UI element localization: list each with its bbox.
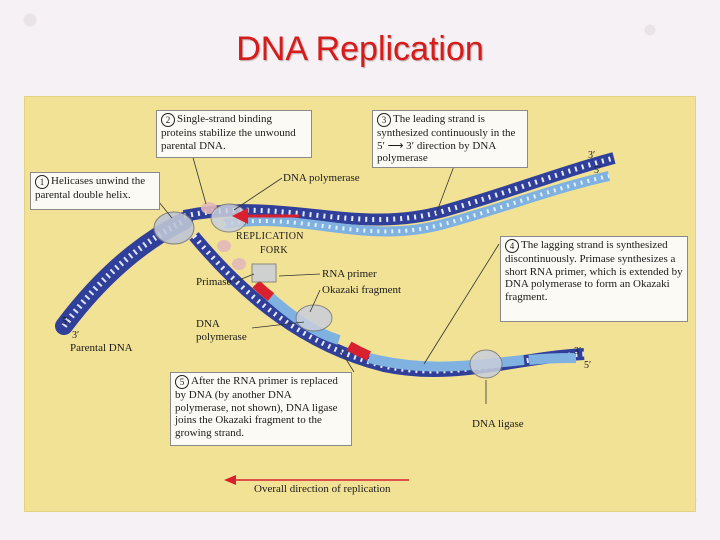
label-okazaki-fragment: Okazaki fragment [322, 284, 402, 296]
label-end-3-lower-right: 3′ [574, 346, 582, 357]
slide-title: DNA Replication [236, 30, 484, 68]
callout-text-5: After the RNA primer is replaced by DNA … [175, 375, 338, 439]
callout-number-4: 4 [505, 239, 519, 253]
leader-line-2 [191, 153, 207, 205]
okazaki-fragment-2 [367, 353, 525, 372]
label-primase: Primase [196, 276, 232, 288]
label-replication-fork-line2: FORK [260, 245, 288, 256]
callout-number-3: 3 [377, 113, 391, 127]
callout-text-1: Helicases unwind the parental double hel… [35, 175, 146, 201]
leader-line-primase [233, 273, 255, 283]
leading-direction-arrow [232, 208, 248, 224]
callout-text-2: Single-strand binding proteins stabilize… [161, 113, 296, 152]
label-end-3-top-right: 3′ [588, 150, 596, 161]
label-dna-ligase: DNA ligase [472, 418, 524, 430]
rna-primer-1 [252, 280, 275, 301]
lagging-polymerase [295, 304, 333, 332]
leader-line-rna-primer [278, 273, 321, 277]
callout-text-4: The lagging strand is synthesized discon… [505, 239, 683, 303]
leader-line-okazaki [309, 289, 321, 313]
okazaki-fragment-3 [528, 353, 577, 365]
callout-number-5: 5 [175, 375, 189, 389]
label-dna-polymerase-lower-line1: DNA [196, 318, 220, 330]
callout-number-1: 1 [35, 175, 49, 189]
leader-line-3 [435, 165, 455, 215]
label-rna-primer: RNA primer [322, 268, 377, 280]
overall-direction-arrow-head [224, 475, 236, 485]
label-end-3-left: 3′ [72, 330, 80, 341]
label-end-5-left: 5′ [62, 316, 70, 327]
label-end-5-lower-right: 5′ [584, 360, 592, 371]
dna-ligase-protein [469, 349, 503, 379]
leader-line-lower-polymerase [251, 321, 305, 329]
label-dna-polymerase-lower-line2: polymerase [196, 331, 247, 343]
primase-protein [251, 263, 277, 283]
callout-text-3: The leading strand is synthesized contin… [377, 113, 516, 164]
ssb-protein-2 [217, 240, 231, 252]
ssb-protein-3 [232, 258, 246, 270]
label-parental-dna: Parental DNA [70, 342, 133, 354]
callout-number-2: 2 [161, 113, 175, 127]
label-replication-fork-line1: REPLICATION [236, 231, 304, 242]
rna-primer-2 [346, 341, 371, 361]
leading-new-rungs [223, 174, 610, 234]
replication-diagram [55, 152, 616, 485]
parental-duplex-rungs [61, 218, 186, 328]
helicase-protein [153, 211, 195, 245]
label-end-5-top-right: 5′ [594, 165, 602, 176]
leader-line-5 [338, 347, 355, 373]
label-overall-direction: Overall direction of replication [254, 483, 391, 495]
lagging-template-rungs [192, 234, 585, 374]
leader-line-polymerase [233, 177, 283, 211]
leader-line-4 [423, 243, 500, 365]
label-dna-polymerase-top: DNA polymerase [283, 172, 360, 184]
